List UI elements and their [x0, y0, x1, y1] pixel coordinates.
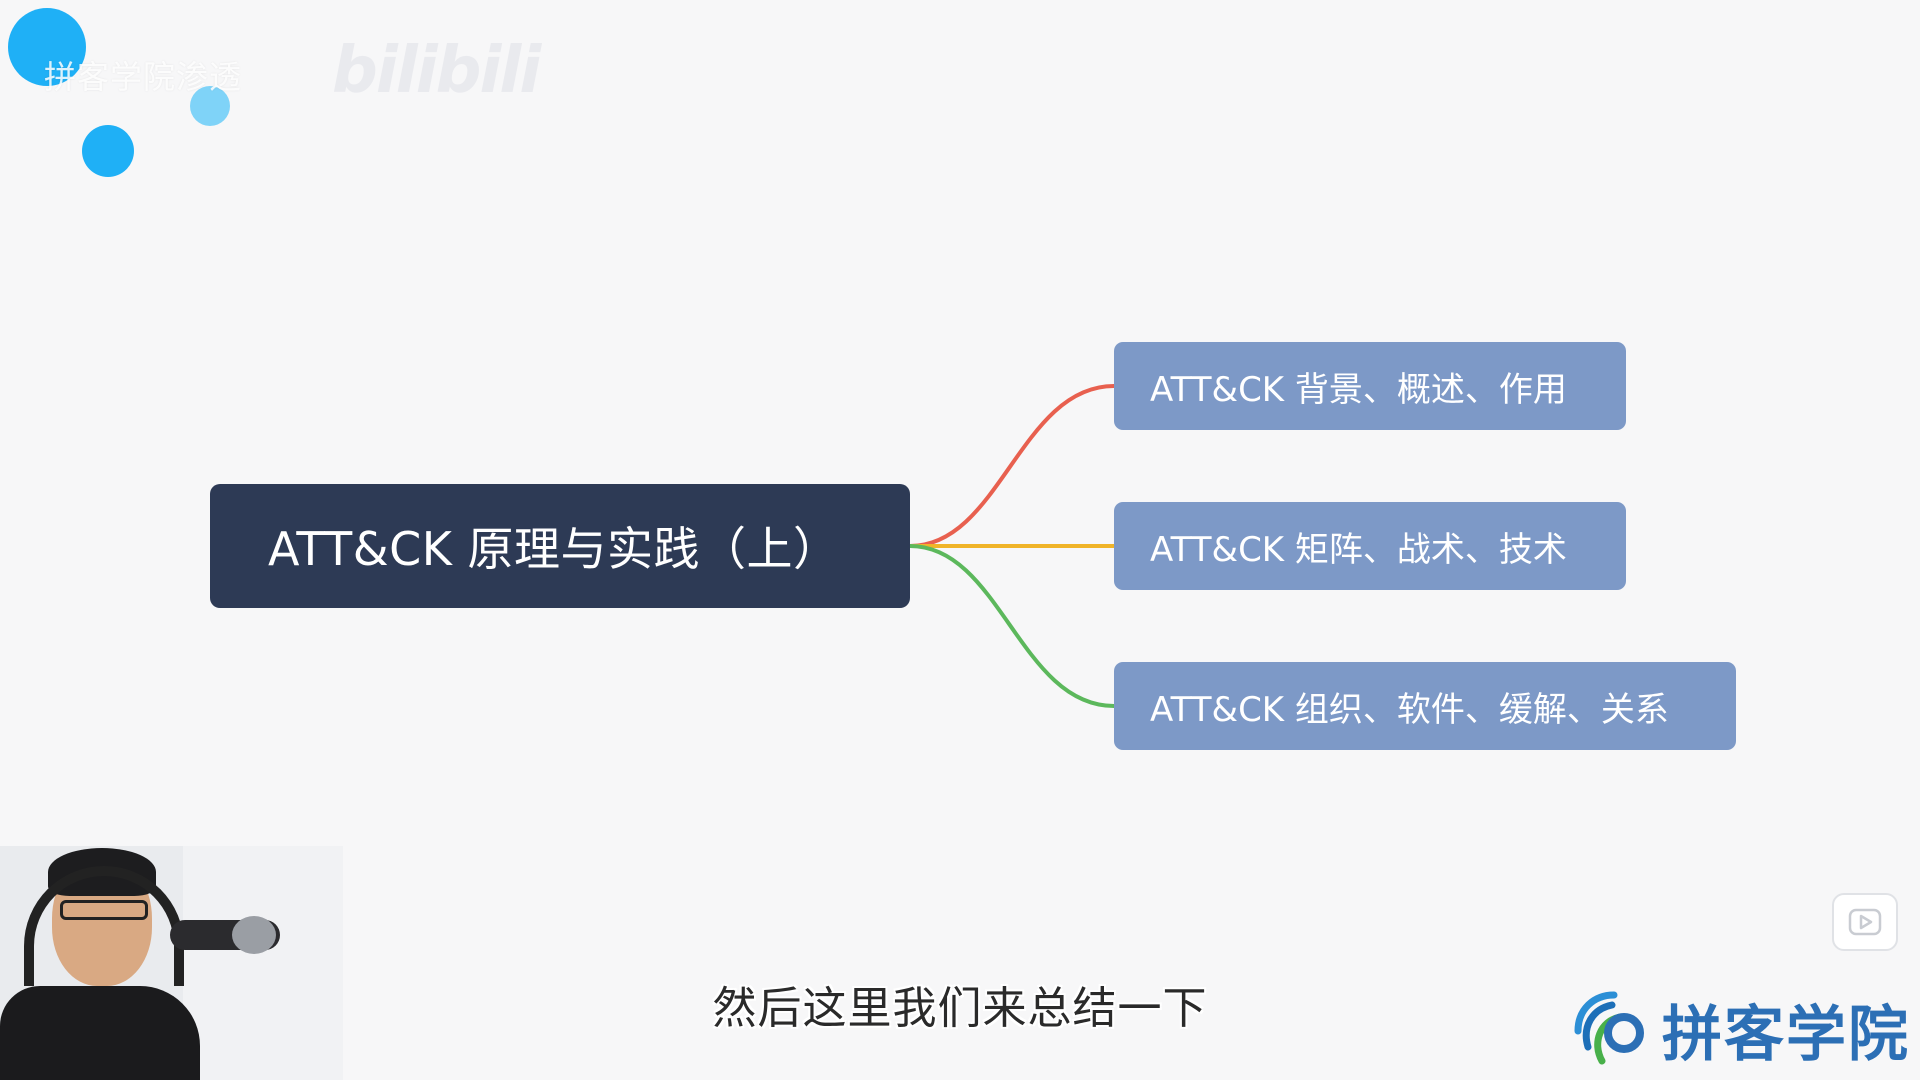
webcam-background: [183, 846, 343, 1080]
connector-branch-1: [908, 384, 1116, 548]
microphone-icon: [232, 916, 276, 954]
presenter-shirt: [0, 986, 200, 1080]
decor-bubble-medium: [82, 125, 134, 177]
brand-name: 拼客学院: [1662, 999, 1910, 1070]
presenter-webcam: [0, 846, 343, 1080]
play-icon: [1848, 908, 1882, 936]
play-button[interactable]: [1832, 893, 1898, 951]
mindmap-root-node[interactable]: ATT&CK 原理与实践（上）: [210, 484, 910, 608]
video-subtitle: 然后这里我们来总结一下: [712, 983, 1208, 1034]
connector-branch-3: [908, 544, 1116, 708]
mindmap-branch-node-3[interactable]: ATT&CK 组织、软件、缓解、关系: [1114, 662, 1736, 750]
brand-logo: 拼客学院: [1568, 984, 1910, 1074]
channel-watermark: 拼客学院渗透: [44, 58, 243, 96]
bilibili-logo-watermark: bilibili: [332, 34, 541, 108]
decor-bubble-large: [8, 8, 86, 86]
mindmap-branch-node-1[interactable]: ATT&CK 背景、概述、作用: [1114, 342, 1626, 430]
brand-emblem-icon: [1574, 991, 1644, 1065]
mindmap-branch-node-2[interactable]: ATT&CK 矩阵、战术、技术: [1114, 502, 1626, 590]
decor-bubble-small: [190, 86, 230, 126]
